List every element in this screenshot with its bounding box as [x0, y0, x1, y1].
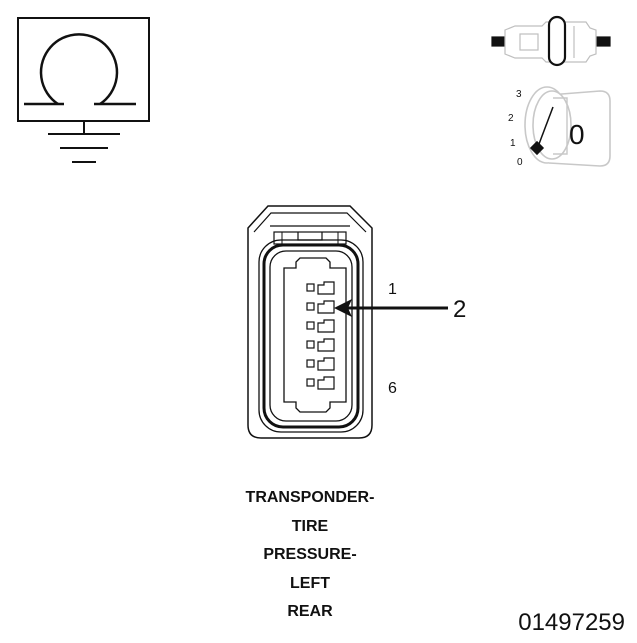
connector-pin-1 [306, 281, 335, 295]
connector-name-line-4: LEFT [290, 574, 330, 592]
connector-name-line-2: TIRE [291, 517, 329, 535]
connector-face [247, 205, 373, 439]
ignition-position-1: 1 [510, 138, 516, 149]
ignition-key-position-label: 0 [569, 119, 585, 150]
connector-name-line-5: REAR [287, 603, 333, 620]
ignition-position-3: 3 [516, 89, 522, 100]
connector-pins [306, 281, 335, 390]
callout-number: 2 [453, 296, 466, 323]
pin-label-last: 6 [388, 380, 397, 397]
connector-pin-5 [306, 357, 335, 371]
connector-name-line-1: TRANSPONDER- [245, 489, 375, 506]
connector-pin-2 [306, 300, 335, 314]
ohmmeter-ground-icon [17, 17, 150, 163]
pin-label-first: 1 [388, 281, 397, 298]
ignition-switch-icon: 3 2 1 0 0 [508, 86, 611, 168]
connector-name: TRANSPONDER- TIRE PRESSURE- LEFT REAR [190, 484, 430, 627]
ignition-position-0: 0 [517, 157, 523, 168]
connector-pin-3 [306, 319, 335, 333]
connector-pin-4 [306, 338, 335, 352]
ignition-position-2: 2 [508, 113, 514, 124]
figure-id: 01497259 [518, 609, 625, 636]
callout-arrow [334, 299, 448, 317]
disconnected-connector-icon [491, 15, 611, 67]
connector-pin-6 [306, 376, 335, 390]
connector-name-line-3: PRESSURE- [263, 546, 357, 563]
